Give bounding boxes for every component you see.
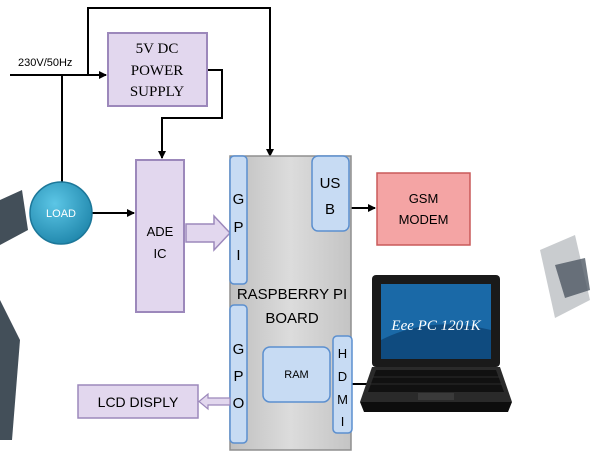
power-supply-line3: SUPPLY bbox=[130, 84, 185, 100]
gpo-to-lcd-arrow bbox=[198, 392, 231, 411]
ram-block: RAM bbox=[262, 346, 331, 403]
ade-to-gpi-arrow bbox=[185, 214, 232, 252]
gsm-modem-block: GSM MODEM bbox=[376, 172, 471, 246]
lcd-display-block: LCD DISPLY bbox=[77, 384, 199, 419]
lcd-label: LCD DISPLY bbox=[98, 394, 179, 410]
hdmi-letter-m: M bbox=[337, 392, 348, 407]
board-line1: RASPBERRY PI bbox=[237, 286, 347, 303]
hdmi-letter-h: H bbox=[338, 346, 347, 361]
power-supply-line2: POWER bbox=[131, 63, 184, 79]
gsm-line1: GSM bbox=[409, 191, 439, 206]
ade-ic-block: ADE IC bbox=[135, 159, 185, 313]
laptop-screen-text: Eee PC 1201K bbox=[390, 318, 481, 334]
gpo-letter-p: P bbox=[233, 368, 243, 385]
ram-label: RAM bbox=[284, 369, 308, 381]
gpi-port: G P I bbox=[229, 155, 248, 285]
ade-ic-line1: ADE bbox=[147, 224, 174, 239]
input-voltage-label: 230V/50Hz bbox=[18, 57, 72, 69]
background-decoration bbox=[0, 190, 590, 440]
gsm-line2: MODEM bbox=[399, 212, 449, 227]
gpi-letter-i: I bbox=[236, 247, 240, 264]
power-supply-line1: 5V DC bbox=[136, 41, 179, 57]
usb-port: US B bbox=[311, 155, 350, 232]
hdmi-port: H D M I bbox=[332, 335, 353, 434]
load-label: LOAD bbox=[46, 208, 76, 220]
wires bbox=[10, 7, 376, 217]
board-line2: BOARD bbox=[265, 310, 319, 327]
load-node: LOAD bbox=[29, 181, 93, 245]
gpo-letter-o: O bbox=[233, 395, 245, 412]
gpo-port: G P O bbox=[229, 304, 248, 444]
laptop-picture: Eee PC 1201K bbox=[360, 275, 512, 412]
usb-line2: B bbox=[325, 201, 335, 218]
hdmi-letter-i: I bbox=[341, 414, 345, 429]
ade-ic-line2: IC bbox=[154, 246, 167, 261]
gpi-letter-g: G bbox=[233, 191, 245, 208]
gpi-letter-p: P bbox=[233, 219, 243, 236]
usb-line1: US bbox=[320, 175, 341, 192]
hdmi-letter-d: D bbox=[338, 369, 347, 384]
gpo-letter-g: G bbox=[233, 341, 245, 358]
power-supply-block: 5V DC POWER SUPPLY bbox=[107, 32, 208, 107]
